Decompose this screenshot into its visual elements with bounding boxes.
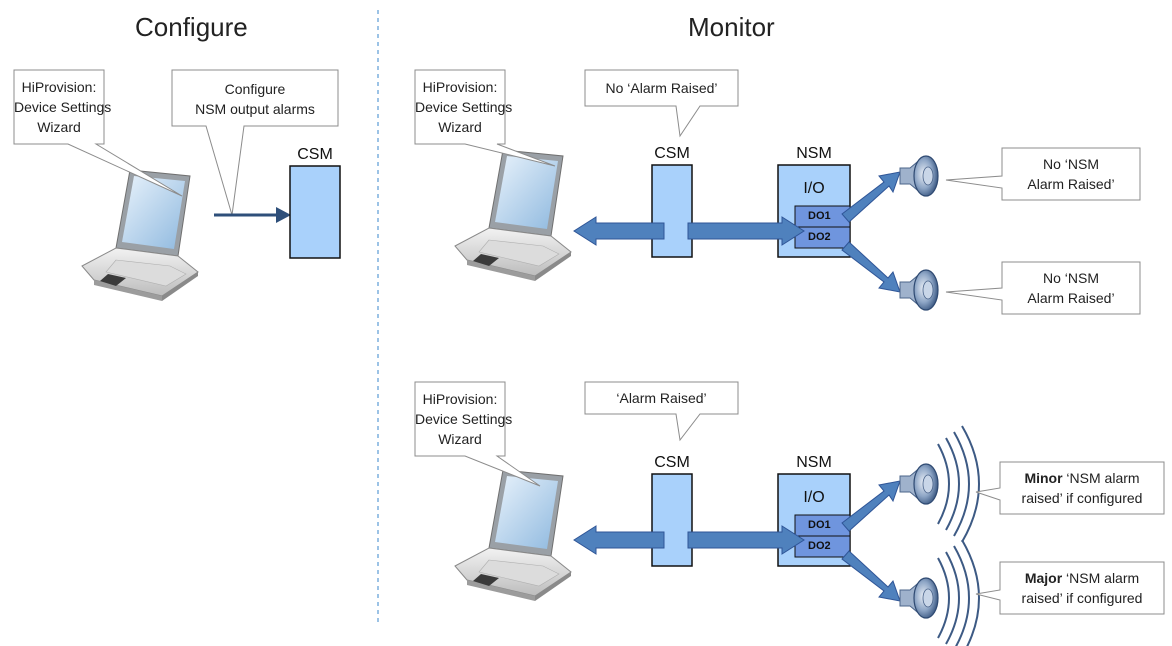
monitor-bottom-speaker-1-waves — [937, 425, 980, 543]
alarm-text: ‘NSM alarm — [1062, 570, 1140, 586]
monitor-bottom-alarm1-callout — [975, 461, 1165, 515]
callout-line: raised’ if configured — [1021, 490, 1143, 506]
monitor-top-hiprovision-text: HiProvision: Device Settings Wizard — [415, 77, 513, 137]
monitor-bottom-laptop — [454, 469, 572, 602]
monitor-bottom-csm-callout-text: ‘Alarm Raised’ — [616, 390, 707, 406]
configure-title: Configure — [135, 12, 248, 42]
monitor-bottom-do2-port — [794, 535, 851, 558]
monitor-bottom-do1-label: DO1 — [808, 519, 831, 531]
monitor-top-speaker-1 — [899, 155, 939, 197]
monitor-top-arrow-to-nsm — [687, 216, 805, 246]
monitor-bottom-hiprovision-text: HiProvision: Device Settings Wizard — [415, 389, 513, 449]
monitor-bottom-nsm-label: NSM — [796, 454, 832, 471]
monitor-bottom-alarm2-text: Major ‘NSM alarm raised’ if configured — [1000, 568, 1164, 608]
monitor-bottom-arrow-do1 — [841, 480, 901, 532]
monitor-top-arrow-do1 — [841, 171, 901, 223]
callout-line: No ‘NSM — [1042, 156, 1099, 172]
monitor-top-do2-port — [794, 226, 851, 249]
callout-line: raised’ if configured — [1021, 590, 1143, 606]
monitor-bottom-csm-callout — [584, 381, 739, 442]
configure-laptop — [81, 169, 199, 302]
monitor-top-csm-label: CSM — [654, 145, 690, 162]
monitor-bottom-speaker-1 — [899, 463, 939, 505]
alarm-severity: Minor — [1024, 470, 1063, 486]
monitor-bottom-speaker-2 — [899, 577, 939, 619]
configure-nsm-callout — [171, 69, 339, 216]
callout-line: Wizard — [438, 119, 482, 135]
monitor-bottom-alarm2-callout — [975, 561, 1165, 615]
callout-line: Alarm Raised’ — [1027, 176, 1115, 192]
monitor-title: Monitor — [688, 12, 775, 42]
callout-line: Wizard — [37, 119, 81, 135]
configure-hiprovision-callout — [13, 69, 183, 197]
monitor-top-do1-label: DO1 — [808, 210, 831, 222]
callout-line: Minor ‘NSM alarm — [1000, 468, 1164, 488]
callout-line: Device Settings — [14, 99, 112, 115]
monitor-top-hiprovision-callout — [414, 69, 556, 167]
monitor-top-alarm1-text: No ‘NSM Alarm Raised’ — [1002, 154, 1140, 194]
monitor-bottom-speaker-2-waves — [937, 539, 980, 646]
monitor-top-nsm-label: NSM — [796, 145, 832, 162]
monitor-top-arrow-to-laptop — [573, 216, 665, 246]
monitor-bottom-do2-label: DO2 — [808, 540, 831, 552]
monitor-top-csm-box — [651, 164, 693, 258]
configure-csm-box — [289, 165, 341, 259]
callout-line: Device Settings — [415, 99, 513, 115]
configure-csm-label: CSM — [297, 146, 333, 163]
configure-arrow-head — [276, 207, 291, 223]
monitor-bottom-alarm1-text: Minor ‘NSM alarm raised’ if configured — [1000, 468, 1164, 508]
monitor-top-arrow-do2 — [841, 241, 901, 293]
monitor-top-alarm2-text: No ‘NSM Alarm Raised’ — [1002, 268, 1140, 308]
monitor-bottom-arrow-to-laptop — [573, 525, 665, 555]
monitor-top-csm-callout — [584, 69, 739, 138]
configure-nsm-text: Configure NSM output alarms — [172, 79, 338, 119]
monitor-bottom-io-label: I/O — [803, 489, 825, 506]
callout-line: HiProvision: — [422, 391, 498, 407]
monitor-bottom-arrow-to-nsm — [687, 525, 805, 555]
callout-line: NSM output alarms — [195, 101, 315, 117]
alarm-text: ‘NSM alarm — [1062, 470, 1140, 486]
monitor-top-laptop — [454, 149, 572, 282]
monitor-top-alarm2-callout — [945, 261, 1141, 315]
monitor-bottom-hiprovision-callout — [414, 381, 541, 487]
monitor-bottom-arrow-do2 — [841, 550, 901, 602]
callout-line: Wizard — [438, 431, 482, 447]
monitor-bottom-csm-label: CSM — [654, 454, 690, 471]
callout-line: Major ‘NSM alarm — [1000, 568, 1164, 588]
monitor-top-speaker-2 — [899, 269, 939, 311]
configure-hiprovision-text: HiProvision: Device Settings Wizard — [14, 77, 112, 137]
callout-line: No ‘NSM — [1042, 270, 1099, 286]
monitor-top-csm-callout-text: No ‘Alarm Raised’ — [605, 80, 718, 96]
callout-line: HiProvision: — [422, 79, 498, 95]
monitor-bottom-csm-box — [651, 473, 693, 567]
monitor-top-io-label: I/O — [803, 180, 825, 197]
callout-line: Device Settings — [415, 411, 513, 427]
monitor-top-alarm1-callout — [945, 147, 1141, 201]
callout-line: Configure — [224, 81, 286, 97]
callout-line: HiProvision: — [21, 79, 97, 95]
alarm-severity: Major — [1024, 570, 1063, 586]
monitor-top-do2-label: DO2 — [808, 231, 831, 243]
callout-line: Alarm Raised’ — [1027, 290, 1115, 306]
